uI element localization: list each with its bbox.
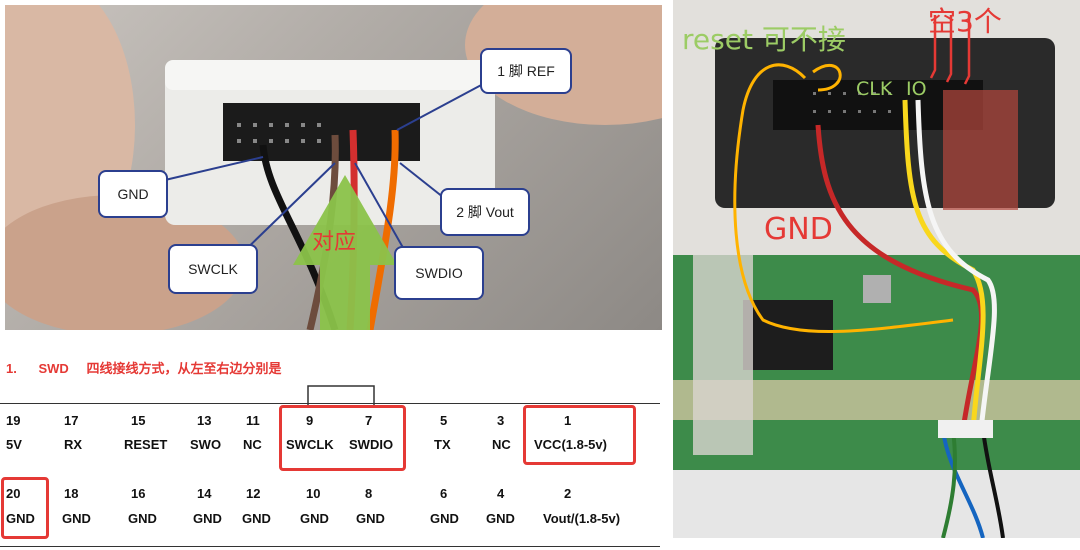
pin-number: 16 [131,486,146,501]
highlight-swd-pair [279,405,406,471]
reset-annotation: reset 可不接 [682,23,846,56]
board-photo [673,0,1080,538]
pin-number: 14 [197,486,212,501]
pin-number: 20 [6,486,21,501]
callout-pin2: 2 脚 Vout [440,188,530,236]
callout-swclk: SWCLK [168,244,258,294]
pin-label: RESET [124,437,168,452]
pin-label: GND [356,511,385,526]
callout-pin1-label: 1 脚 REF [497,63,555,79]
table-top-rule [0,403,660,404]
pin-number: 12 [246,486,261,501]
callout-gnd: GND [98,170,168,218]
highlight-gnd [1,477,49,539]
section-heading: 1. SWD 四线接线方式，从左至右边分别是 [6,358,281,377]
callout-pin1: 1 脚 REF [480,48,572,94]
pin-label: SWDIO [349,437,394,452]
heading-swd: SWD [38,361,69,376]
pin-number: 2 [564,486,572,501]
clk-annotation: CLK [856,78,893,100]
pin-number: 15 [131,413,146,428]
heading-number: 1. [6,361,17,376]
pin-label: RX [64,437,83,452]
callout-swdio-label: SWDIO [415,265,463,281]
callout-pin2-label: 2 脚 Vout [456,204,514,220]
callout-gnd-label: GND [117,186,149,202]
pin-label: NC [492,437,511,452]
pin-number: 3 [497,413,505,428]
pin-number: 11 [246,413,260,428]
arrow-label: 对应 [312,229,357,254]
callout-swclk-label: SWCLK [188,261,238,277]
pin-label: GND [6,511,35,526]
pin-number: 17 [64,413,79,428]
green-up-arrow [293,175,397,330]
gnd-annotation: GND [764,212,833,247]
pin-label: GND [193,511,222,526]
pin-label: GND [62,511,91,526]
highlight-vcc [523,405,636,465]
pin-number: 1 [564,413,572,428]
io-annotation: IO [906,78,927,100]
heading-desc: 四线接线方式，从左至右边分别是 [86,361,282,376]
pin-label: 5V [6,437,22,452]
callout-swdio: SWDIO [394,246,484,300]
pin-label: GND [486,511,515,526]
pin-label: VCC(1.8-5v) [534,437,607,452]
pin-number: 13 [197,413,212,428]
pin-label: Vout/(1.8-5v) [543,511,621,526]
pin-label: SWO [190,437,222,452]
pin-label: SWCLK [286,437,334,452]
pin-number: 7 [365,413,373,428]
pin-label: NC [243,437,262,452]
table-bottom-rule [0,546,660,547]
pin-number: 9 [306,413,314,428]
pin-label: TX [434,437,451,452]
pin-number: 6 [440,486,448,501]
pin-number: 10 [306,486,321,501]
pair-bracket [307,385,375,405]
empty-pins-annotation: 空3个 [928,5,1002,38]
pin-number: 4 [497,486,505,501]
pin-number: 19 [6,413,21,428]
pin-number: 18 [64,486,79,501]
board-photo-illustration [673,0,1080,538]
pin-number: 8 [365,486,373,501]
pin-label: GND [242,511,271,526]
pin-label: GND [128,511,157,526]
pin-number: 5 [440,413,448,428]
pin-label: GND [300,511,329,526]
pin-label: GND [430,511,459,526]
